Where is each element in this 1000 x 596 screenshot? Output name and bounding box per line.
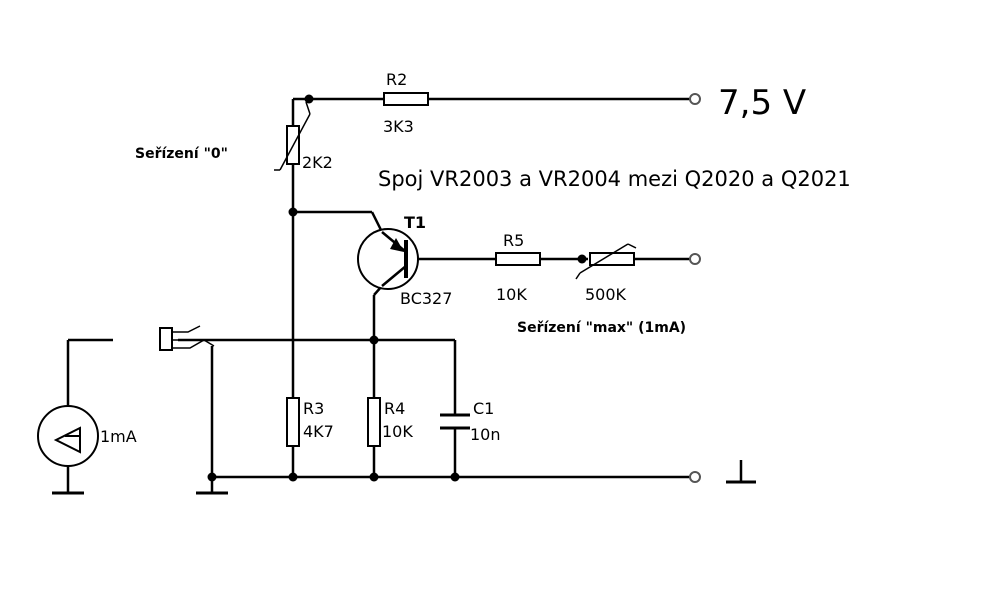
terminals — [689, 93, 701, 483]
transistor-t1: T1 BC327 — [357, 213, 452, 308]
r2-value: 3K3 — [383, 117, 414, 136]
r3-value: 4K7 — [303, 422, 334, 441]
r2-ref: R2 — [386, 70, 407, 89]
trim-zero-caption: Seřízení "0" — [135, 146, 228, 162]
c1-ref: C1 — [473, 399, 494, 418]
ground-symbols — [52, 460, 756, 495]
r4-ref: R4 — [384, 399, 405, 418]
t1-type: BC327 — [400, 289, 452, 308]
jack-connector — [159, 325, 215, 351]
trimmer-zero: 2K2 Seřízení "0" — [135, 101, 333, 172]
resistor-r2: R2 3K3 — [383, 70, 429, 136]
resistor-r3: R3 4K7 — [286, 397, 334, 447]
connection-note: Spoj VR2003 a VR2004 mezi Q2020 a Q2021 — [378, 167, 851, 191]
junction-dots — [207, 94, 587, 482]
terminal-ground — [689, 471, 701, 483]
meter-range: 1mA — [100, 427, 137, 446]
resistor-r5: R5 10K — [495, 231, 541, 304]
r5-ref: R5 — [503, 231, 524, 250]
terminal-base-input — [689, 253, 701, 265]
ammeter: 1mA — [37, 338, 137, 493]
trim-max-caption: Seřízení "max" (1mA) — [517, 320, 686, 336]
r5-value: 10K — [496, 285, 527, 304]
trim-max-value: 500K — [585, 285, 627, 304]
trim-zero-value: 2K2 — [302, 153, 333, 172]
r3-ref: R3 — [303, 399, 324, 418]
c1-value: 10n — [470, 425, 501, 444]
r4-value: 10K — [382, 422, 413, 441]
ground-icon — [726, 460, 756, 484]
t1-ref: T1 — [404, 213, 426, 232]
terminal-supply — [689, 93, 701, 105]
capacitor-c1: C1 10n — [440, 399, 501, 444]
supply-voltage-label: 7,5 V — [718, 83, 806, 123]
ammeter-a-icon — [53, 426, 81, 454]
resistor-r4: R4 10K — [367, 397, 413, 447]
trimmer-max: 500K Seřízení "max" (1mA) — [517, 243, 686, 336]
